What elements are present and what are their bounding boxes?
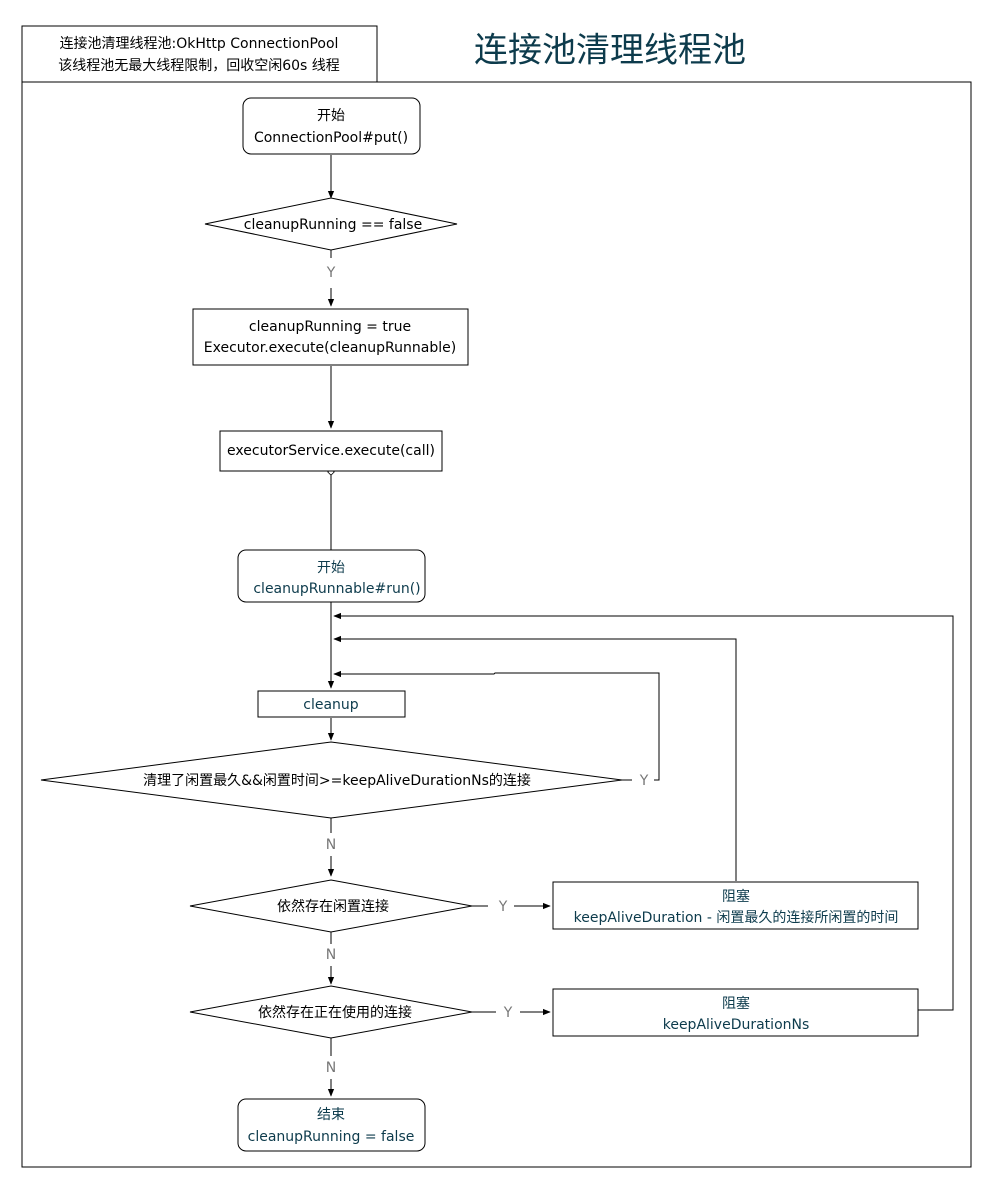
edge-label-idle-no: N [326,837,336,853]
edge-label-has-idle-no: N [326,947,336,963]
edge-label-idle-yes: Y [639,773,649,789]
node-start-run-line1: 开始 [317,560,345,576]
decision-has-idle: 依然存在闲置连接 [189,879,473,933]
header-line-1: 连接池清理线程池:OkHttp ConnectionPool [60,35,339,52]
process-executor-service: executorService.execute(call) [219,430,443,472]
node-start-run: 开始 cleanupRunnable#run() [237,549,426,603]
header-line-2: 该线程池无最大线程限制，回收空闲60s 线程 [58,58,340,74]
edge-label-in-use-no: N [326,1060,336,1076]
process-block-idle-line2: keepAliveDuration - 闲置最久的连接所闲置的时间 [574,909,899,926]
node-end: 结束 cleanupRunning = false [237,1098,426,1152]
node-end-line1: 结束 [317,1107,345,1123]
edges [327,155,954,1097]
process-block-idle-line1: 阻塞 [722,888,750,905]
process-set-running-line1: cleanupRunning = true [249,319,411,335]
process-set-running: cleanupRunning = true Executor.execute(c… [192,308,469,366]
decision-cleanup-running-text: cleanupRunning == false [244,217,422,233]
diagram-title: 连接池清理线程池 [474,31,746,71]
decision-has-idle-text: 依然存在闲置连接 [277,898,389,915]
process-block-in-use: 阻塞 keepAliveDurationNs [552,988,919,1037]
process-cleanup: cleanup [257,690,406,718]
diagram-frame [21,81,972,1168]
decision-in-use-text: 依然存在正在使用的连接 [258,1004,412,1021]
process-cleanup-text: cleanup [303,697,359,713]
process-block-in-use-line2: keepAliveDurationNs [663,1017,810,1033]
edge-label-has-idle-yes: Y [498,899,508,915]
edge-block-idle-loop [333,635,737,881]
edge-block-in-use-loop [333,612,954,1011]
edge-idle-yes-loop [333,670,660,781]
header-box [21,25,378,83]
decision-in-use: 依然存在正在使用的连接 [189,985,473,1039]
node-end-line2: cleanupRunning = false [248,1129,415,1145]
node-start-put-line2: ConnectionPool#put() [254,130,408,146]
node-start-put: 开始 ConnectionPool#put() [242,97,421,155]
decision-idle-cleaned: 清理了闲置最久&&闲置时间>=keepAliveDurationNs的连接 [40,741,623,819]
decision-cleanup-running: cleanupRunning == false [204,197,458,251]
node-start-run-line2: cleanupRunnable#run() [253,581,420,597]
process-block-in-use-line1: 阻塞 [722,995,750,1012]
decision-idle-cleaned-text: 清理了闲置最久&&闲置时间>=keepAliveDurationNs的连接 [143,772,531,789]
edge-label-in-use-yes: Y [503,1005,513,1021]
process-block-idle: 阻塞 keepAliveDuration - 闲置最久的连接所闲置的时间 [552,881,919,930]
edge-label-running-yes: Y [326,265,336,281]
process-set-running-line2: Executor.execute(cleanupRunnable) [204,340,456,356]
node-start-put-line1: 开始 [317,108,345,124]
process-executor-service-text: executorService.execute(call) [227,443,435,459]
